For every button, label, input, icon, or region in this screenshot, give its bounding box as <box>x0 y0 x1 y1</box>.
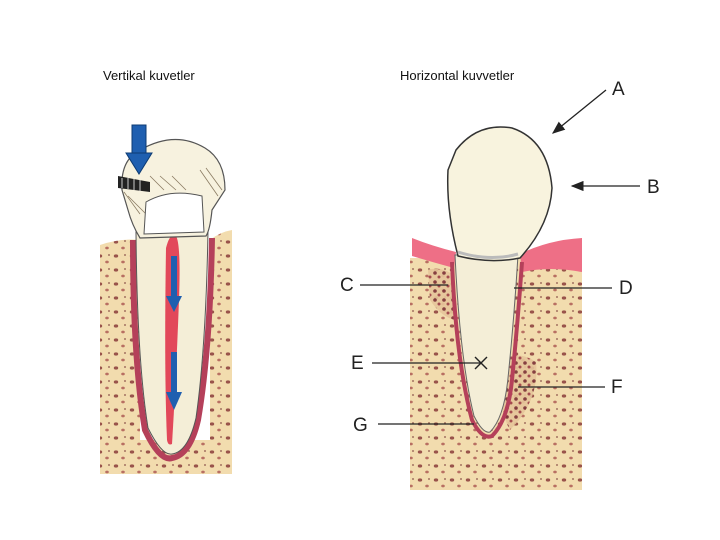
x-mark-icon <box>474 356 488 370</box>
root-right <box>454 254 519 433</box>
periodontal-ligament-right <box>450 261 524 439</box>
right-tooth-illustration <box>410 126 582 490</box>
label-B: B <box>647 177 660 198</box>
compression-zone-cervical <box>428 268 456 320</box>
label-A: A <box>612 79 625 100</box>
canal-force-arrow-2 <box>166 352 182 410</box>
label-E: E <box>351 353 364 374</box>
label-C: C <box>340 275 354 296</box>
periodontal-ligament-left <box>130 237 215 462</box>
title-vertical-forces: Vertikal kuvetler <box>103 68 195 83</box>
canal-force-arrow-1 <box>166 256 182 312</box>
gingiva-right <box>412 238 582 272</box>
crown-right <box>446 126 553 262</box>
label-G: G <box>353 415 368 436</box>
left-tooth-illustration <box>100 124 232 474</box>
label-F: F <box>611 377 623 398</box>
label-D: D <box>619 278 633 299</box>
vertical-force-arrow <box>125 124 153 175</box>
arrow-A <box>551 89 607 134</box>
title-horizontal-forces: Horizontal kuvvetler <box>400 68 515 83</box>
